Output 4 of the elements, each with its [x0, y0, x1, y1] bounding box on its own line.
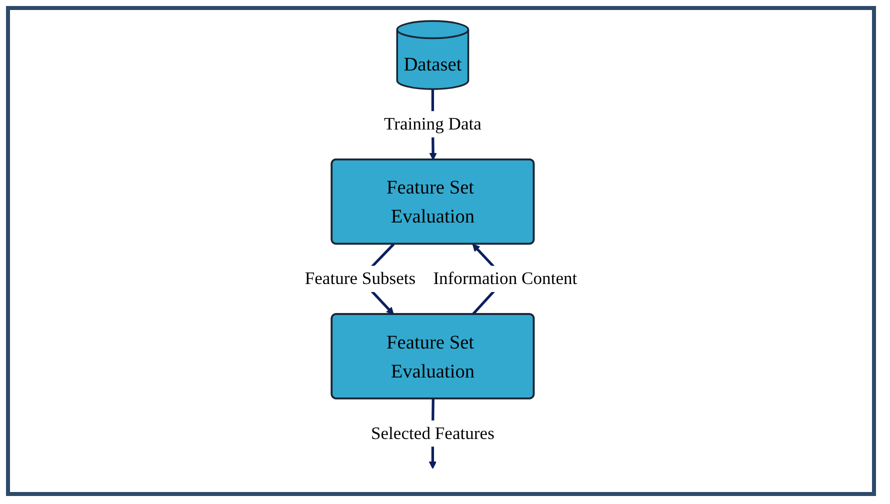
- edge-label: Training Data: [384, 114, 482, 134]
- edge-label: Feature Subsets: [304, 269, 416, 289]
- edge-label: Information Content: [433, 269, 578, 289]
- edge-label: Selected Features: [370, 424, 494, 444]
